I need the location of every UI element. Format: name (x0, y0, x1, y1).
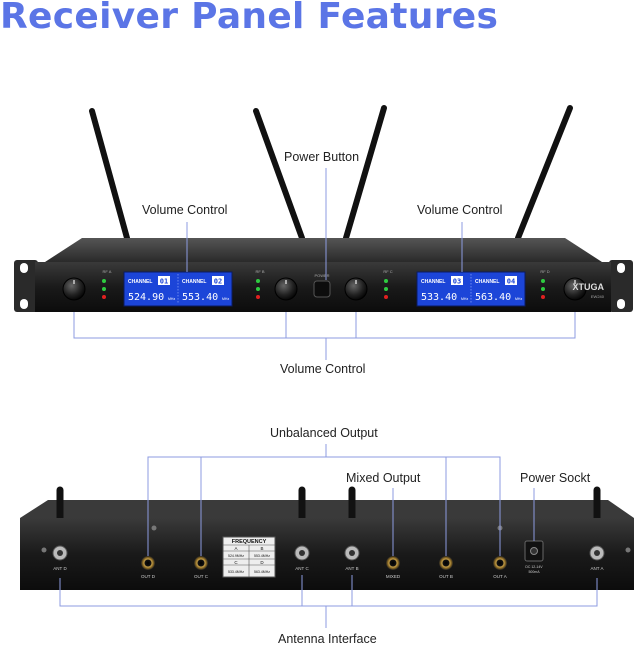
rf-b-label: RF B (255, 269, 264, 274)
rf-d-label: RF D (540, 269, 549, 274)
mixed-output-label: Mixed Output (346, 471, 421, 485)
rear-chassis-top (20, 500, 634, 518)
volume-knob-c[interactable] (344, 277, 368, 301)
rf-leds: RF A RF B RF C RF D (102, 269, 550, 299)
freq-value-a: 524.9MHz (228, 554, 244, 558)
freq-value-d: 563.4MHz (254, 570, 270, 574)
antenna-interface-label: Antenna Interface (278, 632, 377, 646)
freq-value-b: 553.4MHz (254, 554, 270, 558)
lcd2-channel-number: 02 (214, 278, 222, 286)
volume-control-left-label: Volume Control (142, 203, 228, 217)
front-antennas (89, 105, 573, 241)
rf-a-label: RF A (103, 269, 112, 274)
ant-c-connector (294, 545, 310, 561)
ant-b-connector (344, 545, 360, 561)
volume-control-right-label: Volume Control (417, 203, 503, 217)
ant-c-label: ANT C (295, 566, 309, 571)
rear-callout-lines (59, 444, 598, 628)
ant-a-label: ANT A (591, 566, 604, 571)
out-b-jack (439, 556, 453, 570)
volume-knob-b[interactable] (274, 277, 298, 301)
dc-label: DC 12-14V (525, 565, 543, 569)
ant-b-label: ANT B (345, 566, 358, 571)
power-button-label: Power Button (284, 150, 360, 164)
lcd2-unit: MHz (222, 297, 229, 301)
volume-knob-a[interactable] (62, 277, 86, 301)
unbalanced-output-label: Unbalanced Output (270, 426, 378, 440)
out-d-jack (141, 556, 155, 570)
lcd4-frequency: 563.40 (475, 292, 511, 303)
lcd-display-ab: CHANNEL 01 524.90 MHz CHANNEL 02 553.40 … (123, 271, 233, 307)
volume-control-bottom-label: Volume Control (280, 362, 366, 376)
lcd1-channel-number: 01 (160, 278, 168, 286)
dc-current-label: 500mA (528, 570, 540, 574)
rf-c-label: RF C (383, 269, 392, 274)
freq-header-c: C (234, 560, 238, 565)
lcd2-channel-label: CHANNEL (182, 279, 206, 285)
chassis-top (45, 238, 602, 262)
lcd4-channel-number: 04 (507, 278, 515, 286)
lcd2-frequency: 553.40 (182, 292, 218, 303)
lcd3-channel-label: CHANNEL (421, 279, 445, 285)
power-sockt-label: Power Sockt (520, 471, 591, 485)
dc-power-socket (524, 540, 544, 562)
out-d-label: OUT D (141, 574, 156, 579)
mixed-label: MIXED (386, 574, 401, 579)
brand-logo: XTUGA (573, 282, 605, 292)
power-text: POWER (314, 273, 329, 278)
volume-knob-d[interactable] (563, 277, 587, 301)
ant-d-label: ANT D (53, 566, 67, 571)
freq-header-b: B (260, 546, 263, 551)
lcd3-unit: MHz (461, 297, 468, 301)
freq-header-a: A (234, 546, 237, 551)
out-a-jack (493, 556, 507, 570)
freq-header-d: D (260, 560, 264, 565)
out-c-jack (194, 556, 208, 570)
lcd1-channel-label: CHANNEL (128, 279, 152, 285)
out-a-label: OUT A (493, 574, 506, 579)
power-button[interactable] (313, 280, 331, 298)
out-c-label: OUT C (194, 574, 209, 579)
lcd3-channel-number: 03 (453, 278, 461, 286)
freq-value-c: 533.4MHz (228, 570, 244, 574)
lcd4-unit: MHz (515, 297, 522, 301)
ant-d-connector (52, 545, 68, 561)
rear-port-labels: ANT D OUT D OUT C ANT C ANT B MIXED OUT … (53, 565, 603, 579)
lcd-display-cd: CHANNEL 03 533.40 MHz CHANNEL 04 563.40 … (416, 271, 526, 307)
mixed-jack (386, 556, 400, 570)
lcd4-channel-label: CHANNEL (475, 279, 499, 285)
model-label: EW240 (591, 294, 605, 299)
lcd3-frequency: 533.40 (421, 292, 457, 303)
ant-a-connector (589, 545, 605, 561)
rack-ear-right (609, 260, 633, 312)
out-b-label: OUT B (439, 574, 453, 579)
frequency-label-table: FREQUENCY A B 524.9MHz 553.4MHz C D 533.… (222, 536, 276, 578)
freq-table-title: FREQUENCY (232, 539, 267, 545)
lcd1-frequency: 524.90 (128, 292, 164, 303)
front-callout-lines (73, 168, 576, 360)
rack-ear-left (14, 260, 38, 312)
page-title: Receiver Panel Features (0, 0, 499, 37)
lcd1-unit: MHz (168, 297, 175, 301)
